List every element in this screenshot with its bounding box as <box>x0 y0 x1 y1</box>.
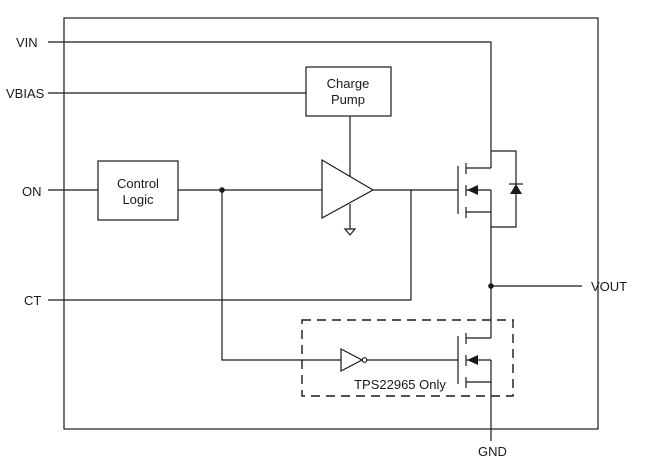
pin-label-on: ON <box>22 184 42 199</box>
vout-junction-dot <box>488 283 494 289</box>
ct-wire <box>48 190 412 301</box>
pin-label-ct: CT <box>24 293 41 308</box>
charge-pump-label-2: Pump <box>331 92 365 107</box>
control-logic-label-1: Control <box>117 176 159 191</box>
body-diode <box>491 150 523 228</box>
inverter <box>340 348 364 372</box>
control-logic-block <box>97 160 179 221</box>
pin-label-gnd: GND <box>478 444 507 459</box>
tps22965-only-label: TPS22965 Only <box>354 377 446 392</box>
driver-amplifier <box>321 158 375 220</box>
pass-fet <box>457 147 492 231</box>
pin-label-vin: VIN <box>16 35 38 50</box>
discharge-control-wire <box>221 190 341 361</box>
charge-pump-block <box>305 66 392 117</box>
charge-pump-label-1: Charge <box>327 76 370 91</box>
tps22965-only-region <box>301 319 514 397</box>
chip-outline <box>63 17 599 430</box>
discharge-fet <box>457 333 492 388</box>
ground-symbol <box>343 228 357 236</box>
inverter-bubble <box>361 357 368 363</box>
pin-label-vbias: VBIAS <box>6 86 45 101</box>
control-logic-label-2: Logic <box>122 192 154 207</box>
pin-label-vout: VOUT <box>591 279 627 294</box>
vin-wire <box>48 41 492 147</box>
